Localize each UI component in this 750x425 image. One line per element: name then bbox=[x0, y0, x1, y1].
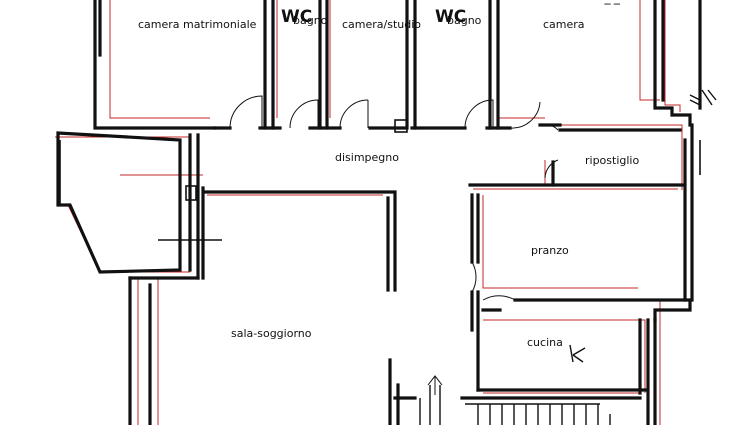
room-label-camera: camera bbox=[543, 18, 585, 31]
room-label-pranzo: pranzo bbox=[531, 244, 569, 257]
room-label-bagno-1: bagno bbox=[293, 14, 328, 27]
walls bbox=[56, 0, 702, 425]
room-label-camera-matrimoniale: camera matrimoniale bbox=[138, 18, 257, 31]
stair-arrow-icon bbox=[427, 375, 443, 395]
room-label-bagno-2: bagno bbox=[447, 14, 482, 27]
room-label-ripostiglio: ripostiglio bbox=[585, 154, 639, 167]
room-label-sala-soggiorno: sala-soggiorno bbox=[231, 327, 312, 340]
top-right-mark: — — bbox=[604, 0, 620, 8]
room-label-camera-studio: camera/studio bbox=[342, 18, 421, 31]
room-label-disimpegno: disimpegno bbox=[335, 151, 399, 164]
wc-symbol-2: WC bbox=[435, 7, 466, 27]
room-label-cucina: cucina bbox=[527, 336, 563, 349]
doors bbox=[229, 95, 559, 301]
window-hatch-icon bbox=[689, 89, 717, 106]
cooker-icon bbox=[569, 344, 586, 363]
staircase bbox=[419, 385, 611, 425]
wc-symbol-1: WC bbox=[281, 7, 312, 27]
